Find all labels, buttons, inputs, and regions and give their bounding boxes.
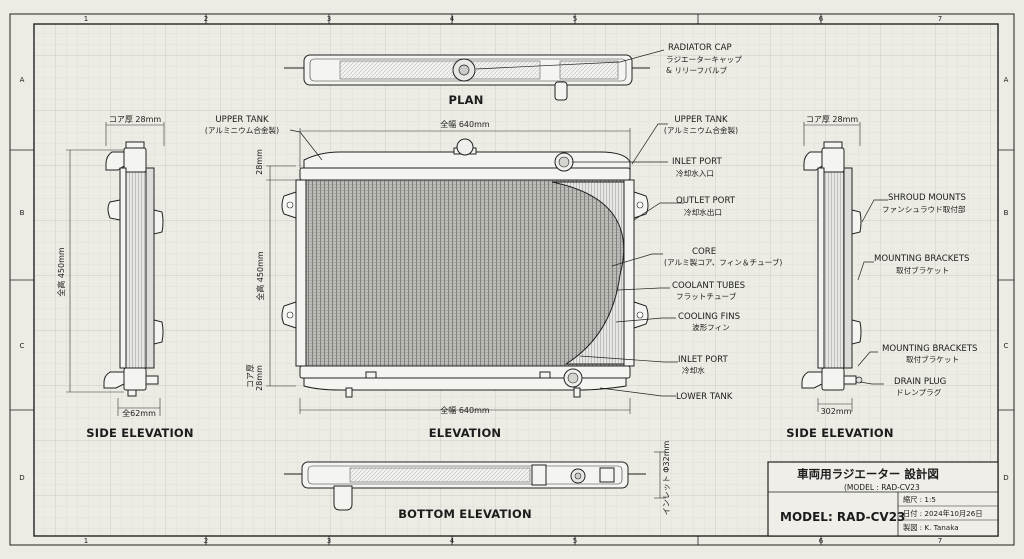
- width-dimension-bottom: 全幅 640mm: [440, 405, 490, 415]
- radiator-cap-label-jp2: & リリーフバルブ: [666, 65, 727, 75]
- plan-view: PLAN: [284, 54, 650, 107]
- side-elevation-right: コア厚 28mm 302mm SIDE ELEVATION: [786, 115, 893, 440]
- inlet-port-bottom-label-jp: 冷却水: [682, 365, 705, 375]
- col-label-1: 1: [84, 15, 88, 23]
- callouts: RADIATOR CAP ラジエーターキャップ & リリーフバルブ UPPER …: [205, 43, 978, 402]
- title-block-scale: 縮尺 : 1:5: [903, 495, 936, 504]
- lower-tank-label: LOWER TANK: [676, 392, 733, 402]
- col-label-6: 6: [819, 15, 824, 23]
- height-dimension-side-left: 全高 450mm: [56, 247, 66, 297]
- col-label-2-bottom: 2: [204, 537, 208, 545]
- upper-tank-left-label-jp: (アルミニウム合金製): [205, 125, 279, 135]
- mounting-brackets-2-label-jp: 取付ブラケット: [906, 354, 959, 364]
- outlet-port-label: OUTLET PORT: [676, 196, 736, 206]
- side-left-depth: 全62mm: [122, 408, 156, 418]
- inlet-port-bottom-label: INLET PORT: [678, 355, 728, 365]
- inlet-port-top-label: INLET PORT: [672, 157, 722, 167]
- title-block-model-sub: (MODEL : RAD-CV23: [844, 483, 920, 492]
- col-label-4: 4: [450, 15, 455, 23]
- tank-height-dimension: 28mm: [255, 149, 264, 175]
- inlet-port-top-label-jp: 冷却水入口: [676, 168, 714, 178]
- col-label-5: 5: [573, 15, 577, 23]
- title-block-date: 日付 : 2024年10月26日: [903, 509, 983, 518]
- zone-ticks: [10, 14, 1014, 545]
- row-label-b-right: B: [1004, 209, 1009, 217]
- title-block-drawn-by: 製図 : K. Tanaka: [903, 523, 959, 532]
- col-label-1-bottom: 1: [84, 537, 88, 545]
- radiator-cap-label-jp1: ラジエーターキャップ: [666, 55, 742, 64]
- drain-plug-icon: [855, 376, 863, 384]
- core-thickness-bottom-a: コア厚: [246, 364, 255, 388]
- plan-view-title: PLAN: [448, 93, 483, 107]
- row-label-a: A: [20, 76, 25, 84]
- title-block-model-main: MODEL: RAD-CV23: [780, 510, 905, 524]
- col-label-4-bottom: 4: [450, 537, 455, 545]
- elevation-view: 全幅 640mm: [246, 119, 649, 440]
- bottom-elevation-title: BOTTOM ELEVATION: [398, 507, 532, 521]
- row-label-a-right: A: [1004, 76, 1009, 84]
- shroud-mounts-label: SHROUD MOUNTS: [888, 193, 966, 203]
- title-block: 車両用ラジエーター 設計図 (MODEL : RAD-CV23 MODEL: R…: [767, 461, 999, 537]
- side-elevation-left-title: SIDE ELEVATION: [86, 426, 193, 440]
- cooling-fins-label: COOLING FINS: [678, 312, 740, 322]
- col-label-7-bottom: 7: [938, 537, 942, 545]
- col-label-3: 3: [327, 15, 331, 23]
- bottom-elevation-view: インレット Φ32mm BOTTOM ELEVATION: [284, 440, 671, 521]
- upper-tank-right-label-jp: (アルミニウム合金製): [664, 125, 738, 135]
- side-right-depth: 302mm: [821, 407, 852, 416]
- cooling-fins-label-jp: 波形フィン: [692, 322, 730, 332]
- radiator-core: [305, 179, 625, 367]
- width-dimension-top: 全幅 640mm: [440, 119, 490, 129]
- row-label-d: D: [19, 474, 24, 482]
- col-label-7: 7: [938, 15, 942, 23]
- shroud-mounts-label-jp: ファンシュラウド取付部: [882, 204, 966, 214]
- side-elevation-left: コア厚 28mm 全高 450mm 全62mm SIDE ELEVATION: [56, 115, 194, 440]
- mounting-brackets-2-label: MOUNTING BRACKETS: [882, 344, 978, 354]
- outlet-port-label-jp: 冷却水出口: [684, 207, 722, 217]
- mounting-brackets-1-label: MOUNTING BRACKETS: [874, 254, 970, 264]
- col-label-6-bottom: 6: [819, 537, 824, 545]
- core-thickness-left: コア厚 28mm: [109, 115, 162, 124]
- coolant-tubes-label-jp: フラットチューブ: [676, 291, 737, 301]
- upper-tank-left-label: UPPER TANK: [215, 115, 269, 125]
- callout-leaders: [289, 49, 888, 397]
- outer-border: [9, 13, 1015, 546]
- radiator-cap-label: RADIATOR CAP: [668, 43, 732, 53]
- core-thickness-right: コア厚 28mm: [806, 115, 859, 124]
- coolant-tubes-label: COOLANT TUBES: [672, 281, 745, 291]
- core-label: CORE: [692, 247, 716, 257]
- upper-tank-right-label: UPPER TANK: [674, 115, 728, 125]
- side-elevation-right-title: SIDE ELEVATION: [786, 426, 893, 440]
- row-label-c: C: [20, 342, 25, 350]
- row-label-c-right: C: [1004, 342, 1009, 350]
- row-label-d-right: D: [1003, 474, 1008, 482]
- core-thickness-bottom-b: 28mm: [255, 365, 264, 391]
- elevation-cap-icon: [456, 138, 474, 156]
- core-label-jp: (アルミ製コア、フィン＆チューブ): [664, 257, 782, 267]
- elevation-view-title: ELEVATION: [429, 426, 502, 440]
- core-cutaway: [551, 181, 625, 365]
- col-label-5-bottom: 5: [573, 537, 577, 545]
- inlet-diameter-dimension: インレット Φ32mm: [662, 440, 671, 515]
- drain-plug-label-jp: ドレンプラグ: [896, 387, 942, 397]
- height-dimension-elevation: 全高 450mm: [255, 251, 265, 301]
- col-label-2: 2: [204, 15, 208, 23]
- col-label-3-bottom: 3: [327, 537, 331, 545]
- zone-labels: 1 2 3 4 5 6 7 1 2 3 4 5 6 7 A B C D A B …: [19, 15, 1008, 545]
- mounting-brackets-1-label-jp: 取付ブラケット: [896, 265, 949, 275]
- title-block-title: 車両用ラジエーター 設計図: [797, 467, 939, 481]
- row-label-b: B: [20, 209, 25, 217]
- drain-plug-label: DRAIN PLUG: [894, 377, 946, 387]
